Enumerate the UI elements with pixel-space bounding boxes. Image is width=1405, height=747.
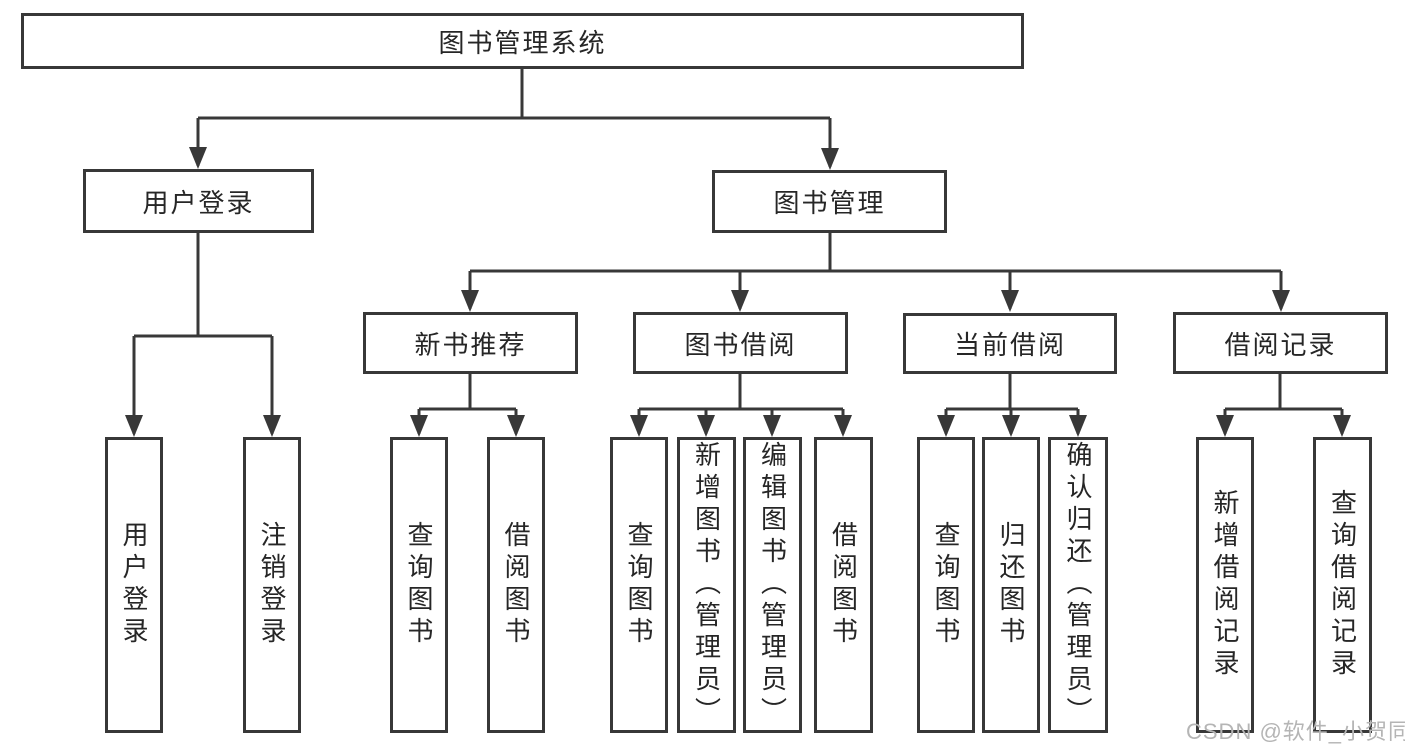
node-user-login-module: 用户登录	[83, 169, 314, 233]
node-label: 借阅图书	[828, 521, 859, 649]
node-label: 归还图书	[996, 521, 1026, 649]
node-label: 查询图书	[624, 521, 654, 649]
node-label: 新增图书（管理员）	[691, 441, 722, 729]
leaf-add-books-admin: 新增图书（管理员）	[677, 437, 736, 733]
node-label: 注销登录	[257, 521, 287, 649]
node-book-borrowing: 图书借阅	[633, 312, 848, 374]
leaf-query-books-current: 查询图书	[917, 437, 975, 733]
node-book-management-module: 图书管理	[712, 170, 947, 233]
leaf-add-borrow-record: 新增借阅记录	[1196, 437, 1254, 733]
leaf-borrow-books-borrowing: 借阅图书	[814, 437, 873, 733]
leaf-logout: 注销登录	[243, 437, 301, 733]
node-label: 用户登录	[119, 521, 149, 649]
leaf-return-books: 归还图书	[982, 437, 1040, 733]
node-label: 查询借阅记录	[1327, 489, 1358, 681]
csdn-watermark: CSDN @软件_小贺同学	[1186, 719, 1405, 744]
node-label: 新增借阅记录	[1210, 489, 1240, 681]
node-label: 编辑图书（管理员）	[757, 441, 788, 729]
leaf-confirm-return-admin: 确认归还（管理员）	[1048, 437, 1108, 733]
node-label: 当前借阅	[953, 330, 1066, 360]
leaf-query-borrow-record: 查询借阅记录	[1313, 437, 1372, 733]
leaf-query-books-borrowing: 查询图书	[610, 437, 668, 733]
node-system-root: 图书管理系统	[21, 13, 1024, 69]
node-label: 确认归还（管理员）	[1063, 441, 1093, 729]
node-label: 用户登录	[142, 187, 255, 218]
leaf-query-books-recommend: 查询图书	[390, 437, 448, 733]
leaf-edit-books-admin: 编辑图书（管理员）	[743, 437, 802, 733]
node-current-borrowing: 当前借阅	[903, 313, 1117, 374]
node-borrowing-records: 借阅记录	[1173, 312, 1388, 374]
leaf-user-login: 用户登录	[105, 437, 163, 733]
node-label: 图书借阅	[684, 329, 797, 360]
node-label: 查询图书	[931, 521, 961, 649]
node-label: 借阅记录	[1224, 329, 1337, 360]
leaf-borrow-books-recommend: 借阅图书	[487, 437, 545, 733]
node-label: 查询图书	[404, 521, 434, 649]
node-label: 图书管理系统	[438, 27, 607, 58]
connector-segments	[132, 69, 1344, 434]
node-label: 图书管理	[773, 188, 886, 218]
node-label: 借阅图书	[501, 521, 531, 649]
node-label: 新书推荐	[414, 329, 527, 360]
node-new-book-recommend: 新书推荐	[363, 312, 578, 374]
